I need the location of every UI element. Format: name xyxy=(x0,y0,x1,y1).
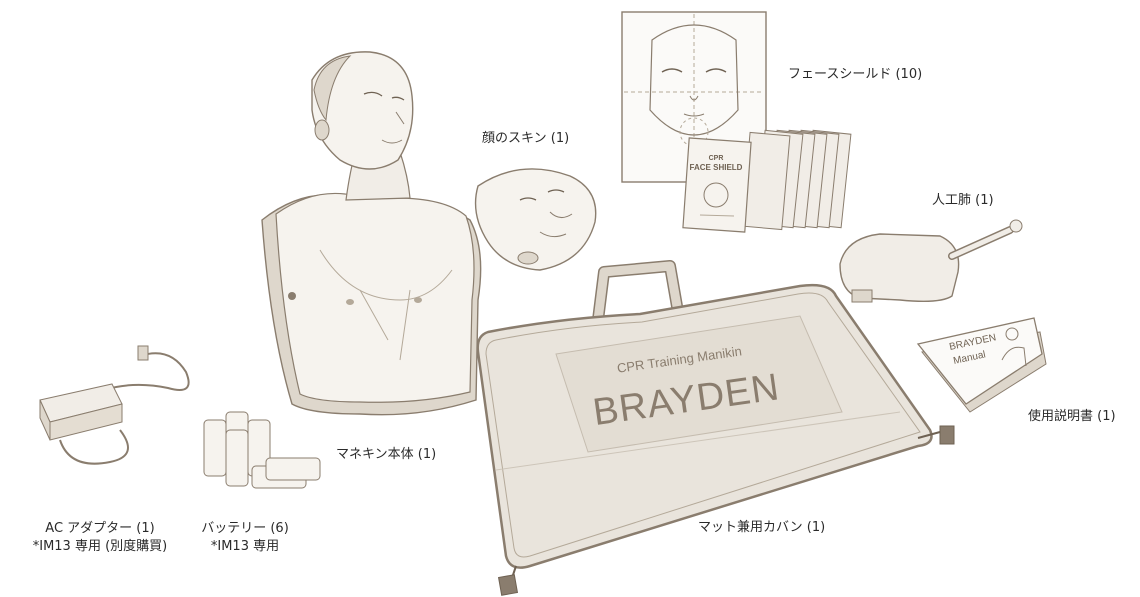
face-skin xyxy=(474,168,597,271)
packet-line2: FACE SHIELD xyxy=(690,163,743,172)
ac-adapter xyxy=(39,345,190,465)
label-bag: マット兼用カバン (1) xyxy=(698,520,826,535)
label-battery: バッテリー (6) xyxy=(201,521,289,536)
face-shield-packets: CPR FACE SHIELD xyxy=(682,129,852,233)
batteries xyxy=(203,411,321,489)
label-manual: 使用説明書 (1) xyxy=(1028,409,1116,424)
label-ac-adapter-note: *IM13 専用 (別度購買) xyxy=(32,539,168,554)
label-manikin: マネキン本体 (1) xyxy=(336,447,437,462)
manikin-body xyxy=(261,51,482,416)
label-lung: 人工肺 (1) xyxy=(932,193,994,208)
label-face-skin: 顔のスキン (1) xyxy=(482,131,570,146)
manual-book: BRAYDEN Manual xyxy=(916,317,1047,413)
packet-line1: CPR xyxy=(709,155,724,162)
carry-bag: CPR Training Manikin BRAYDEN xyxy=(476,260,955,596)
label-face-shield: フェースシールド (10) xyxy=(788,67,923,82)
label-ac-adapter: AC アダプター (1) xyxy=(45,521,155,536)
artificial-lung xyxy=(839,219,1023,303)
label-battery-note: *IM13 専用 xyxy=(210,539,280,554)
